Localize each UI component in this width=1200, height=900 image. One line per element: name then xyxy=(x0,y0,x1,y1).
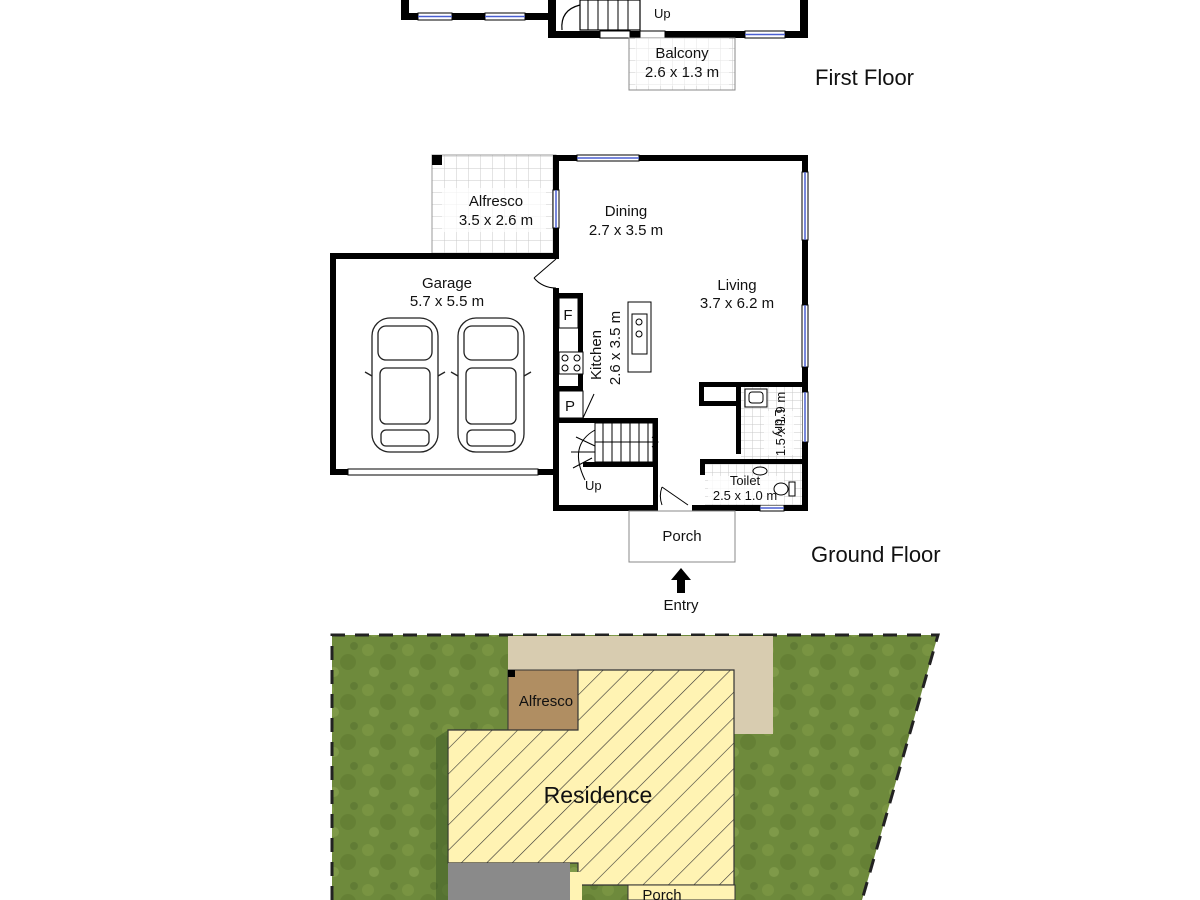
entry-label: Entry xyxy=(663,597,699,614)
laundry-room: L'dry 1.5 x 1.9 m xyxy=(741,387,802,459)
balcony-size: 2.6 x 1.3 m xyxy=(645,64,719,81)
first-floor-plan: Up Balcony 2.6 x 1.3 m First Floor xyxy=(401,0,914,91)
entry-arrow-icon xyxy=(671,568,691,593)
first-floor-wall xyxy=(548,31,808,38)
cooktop-icon xyxy=(558,351,584,375)
first-floor-wall xyxy=(548,0,556,38)
site-porch xyxy=(627,884,736,900)
first-floor-wall xyxy=(401,13,556,20)
balcony-name: Balcony xyxy=(655,45,709,62)
garage-size: 5.7 x 5.5 m xyxy=(410,293,484,310)
ground-floor-stair-label: Up xyxy=(585,478,602,493)
laundry-name: L'dry xyxy=(772,409,787,437)
toilet-name: Toilet xyxy=(730,473,761,488)
car-icon xyxy=(364,317,446,453)
car-icon xyxy=(450,317,532,453)
sink-icon xyxy=(631,313,648,355)
first-floor-stair-label: Up xyxy=(654,6,671,21)
garage-cars xyxy=(364,317,532,453)
balcony: Balcony 2.6 x 1.3 m xyxy=(628,37,736,91)
living-size: 3.7 x 6.2 m xyxy=(700,295,774,312)
site-plan: Alfresco Porch Residence xyxy=(330,633,940,900)
kitchen-name: Kitchen xyxy=(588,330,605,380)
site-alfresco-label: Alfresco xyxy=(519,693,573,710)
ground-floor-stairs xyxy=(571,422,659,481)
first-floor-stairs xyxy=(561,0,641,31)
dining-name: Dining xyxy=(605,203,648,220)
residence-footprint xyxy=(447,669,735,886)
toilet-size: 2.5 x 1.0 m xyxy=(713,488,777,503)
toilet-room: Toilet 2.5 x 1.0 m xyxy=(705,464,802,505)
garage-name: Garage xyxy=(422,275,472,292)
laundry-size: 1.5 x 1.9 m xyxy=(773,392,788,456)
ground-floor-title: Ground Floor xyxy=(811,542,941,567)
kitchen-area: F Kitchen 2.6 x 3.5 m xyxy=(558,297,652,385)
porch-name: Porch xyxy=(662,528,701,545)
alfresco-name: Alfresco xyxy=(469,193,523,210)
alfresco-area: Alfresco 3.5 x 2.6 m xyxy=(431,154,557,256)
toilet-icon xyxy=(773,482,789,496)
living-name: Living xyxy=(717,277,756,294)
porch xyxy=(628,510,736,563)
dining-size: 2.7 x 3.5 m xyxy=(589,222,663,239)
first-floor-wall xyxy=(401,0,409,20)
pantry-label: P xyxy=(565,398,575,415)
alfresco-size: 3.5 x 2.6 m xyxy=(459,212,533,229)
first-floor-wall xyxy=(800,0,808,38)
fridge-label: F xyxy=(563,307,572,324)
pantry xyxy=(558,390,584,419)
site-boundary xyxy=(330,633,940,900)
first-floor-title: First Floor xyxy=(815,65,914,90)
residence-label: Residence xyxy=(544,782,653,808)
ground-floor-plan: Alfresco 3.5 x 2.6 m xyxy=(330,154,941,614)
site-porch-label: Porch xyxy=(642,887,681,900)
garage-roof xyxy=(448,863,570,900)
basin-icon xyxy=(752,466,768,476)
kitchen-size: 2.6 x 3.5 m xyxy=(607,311,624,385)
